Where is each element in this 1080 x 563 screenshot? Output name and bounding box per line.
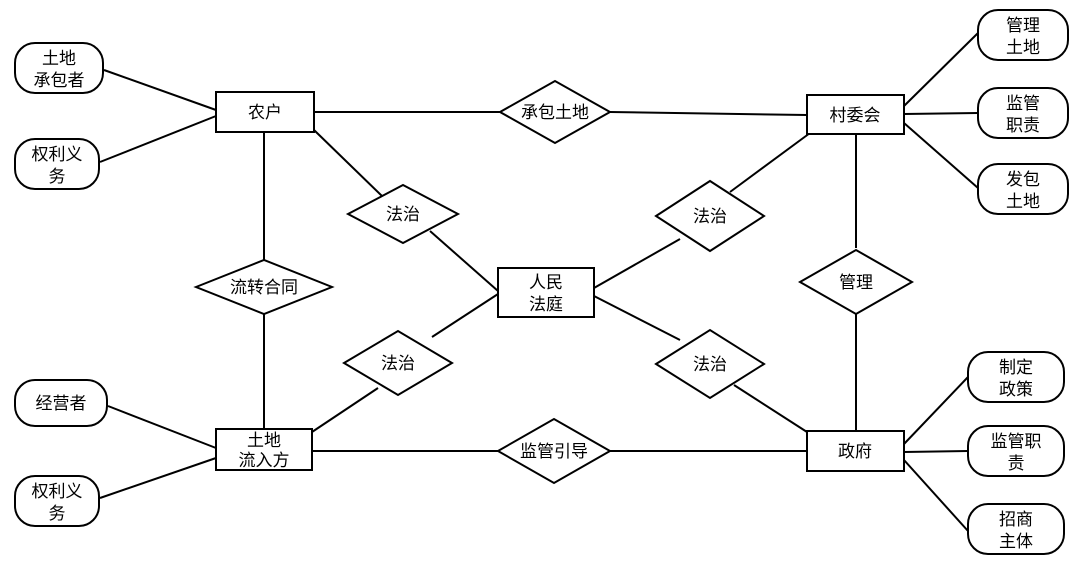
edge-gov-invest bbox=[903, 459, 969, 532]
entity-land-transferee-line2: 流入方 bbox=[239, 451, 290, 471]
edges bbox=[99, 32, 979, 532]
relation-supervise-guide-label: 监管引导 bbox=[520, 442, 588, 462]
attribute-gov-supervise: 监管职 责 bbox=[967, 425, 1065, 477]
edge-rule-of-law-court-b bbox=[431, 293, 499, 338]
relation-rule-of-law-farmer: 法治 bbox=[345, 183, 461, 245]
edge-gov-supervise bbox=[903, 450, 969, 453]
entity-government-label: 政府 bbox=[838, 442, 872, 462]
attribute-farmer-contractor-line2: 承包者 bbox=[34, 71, 85, 91]
edge-court-rule-of-law-gov bbox=[593, 295, 681, 341]
edge-gov-policy bbox=[903, 376, 969, 445]
entity-farmer-label: 农户 bbox=[248, 103, 282, 123]
edge-contract-land-village bbox=[609, 111, 808, 116]
relation-contract-land-label: 承包土地 bbox=[521, 103, 589, 123]
attribute-farmer-rights-line1: 权利义 bbox=[32, 145, 83, 165]
attribute-farmer-contractor: 土地 承包者 bbox=[14, 42, 104, 94]
relation-transfer-contract: 流转合同 bbox=[193, 258, 335, 316]
attribute-gov-invest: 招商 主体 bbox=[967, 503, 1065, 555]
attribute-gov-policy-line2: 政策 bbox=[999, 380, 1033, 400]
relation-manage: 管理 bbox=[797, 248, 915, 316]
attribute-gov-supervise-line2: 责 bbox=[1008, 454, 1025, 474]
attribute-village-supervise-line1: 监管 bbox=[1006, 94, 1040, 114]
edge-operator-transferee bbox=[107, 405, 217, 449]
entity-government: 政府 bbox=[806, 430, 905, 472]
edge-farmer-rule-of-law bbox=[313, 129, 383, 197]
attribute-village-supervise: 监管 职责 bbox=[977, 87, 1069, 139]
attribute-village-supervise-line2: 职责 bbox=[1006, 116, 1040, 136]
attribute-farmer-rights-line2: 务 bbox=[49, 167, 66, 187]
edge-rule-of-law-village bbox=[729, 132, 811, 193]
entity-people-court: 人民 法庭 bbox=[497, 267, 595, 318]
entity-land-transferee: 土地 流入方 bbox=[215, 428, 313, 471]
attribute-village-contract-out-line1: 发包 bbox=[1006, 170, 1040, 190]
attribute-gov-invest-line2: 主体 bbox=[999, 532, 1033, 552]
edge-farmer-contractor bbox=[103, 69, 217, 111]
edge-farmer-rights bbox=[99, 115, 217, 163]
relation-transfer-contract-label: 流转合同 bbox=[230, 278, 298, 298]
edge-village-manage-land bbox=[903, 32, 979, 107]
entity-village-committee: 村委会 bbox=[806, 94, 905, 135]
edge-village-supervise bbox=[903, 112, 979, 115]
relation-rule-of-law-transferee-label: 法治 bbox=[381, 354, 415, 374]
entity-people-court-line2: 法庭 bbox=[529, 295, 563, 315]
relation-rule-of-law-transferee: 法治 bbox=[342, 329, 454, 397]
edge-transferee-rights bbox=[99, 457, 217, 499]
attribute-farmer-contractor-line1: 土地 bbox=[42, 49, 76, 69]
attribute-village-manage-land-line2: 土地 bbox=[1006, 38, 1040, 58]
relation-manage-label: 管理 bbox=[839, 273, 873, 293]
attribute-operator-label: 经营者 bbox=[36, 394, 87, 414]
entity-land-transferee-line1: 土地 bbox=[247, 431, 281, 451]
attribute-transferee-rights-line2: 务 bbox=[49, 504, 66, 524]
attribute-gov-policy-line1: 制定 bbox=[999, 358, 1033, 378]
attribute-transferee-rights-line1: 权利义 bbox=[32, 482, 83, 502]
attribute-farmer-rights: 权利义 务 bbox=[14, 138, 100, 190]
attribute-village-manage-land: 管理 土地 bbox=[977, 9, 1069, 61]
relation-rule-of-law-government: 法治 bbox=[654, 328, 766, 400]
relation-rule-of-law-village: 法治 bbox=[654, 179, 766, 253]
relation-supervise-guide: 监管引导 bbox=[495, 417, 613, 485]
attribute-gov-invest-line1: 招商 bbox=[999, 510, 1033, 530]
edge-rule-of-law-gov bbox=[733, 384, 808, 433]
entity-village-committee-label: 村委会 bbox=[830, 106, 881, 126]
attribute-gov-supervise-line1: 监管职 bbox=[991, 432, 1042, 452]
attribute-village-contract-out: 发包 土地 bbox=[977, 163, 1069, 215]
relation-rule-of-law-farmer-label: 法治 bbox=[386, 205, 420, 225]
relation-contract-land: 承包土地 bbox=[497, 79, 613, 145]
relation-rule-of-law-village-label: 法治 bbox=[693, 207, 727, 227]
attribute-village-manage-land-line1: 管理 bbox=[1006, 16, 1040, 36]
attribute-operator: 经营者 bbox=[14, 379, 108, 427]
relation-rule-of-law-government-label: 法治 bbox=[693, 355, 727, 375]
attribute-village-contract-out-line2: 土地 bbox=[1006, 192, 1040, 212]
edge-rule-of-law-court-a bbox=[429, 230, 499, 292]
edge-court-rule-of-law-village bbox=[593, 238, 681, 289]
entity-farmer: 农户 bbox=[215, 91, 315, 133]
edge-village-contract-out bbox=[903, 122, 979, 189]
attribute-gov-policy: 制定 政策 bbox=[967, 351, 1065, 403]
attribute-transferee-rights: 权利义 务 bbox=[14, 475, 100, 527]
edge-transferee-rule-of-law bbox=[311, 387, 379, 433]
entity-people-court-line1: 人民 bbox=[529, 273, 563, 293]
